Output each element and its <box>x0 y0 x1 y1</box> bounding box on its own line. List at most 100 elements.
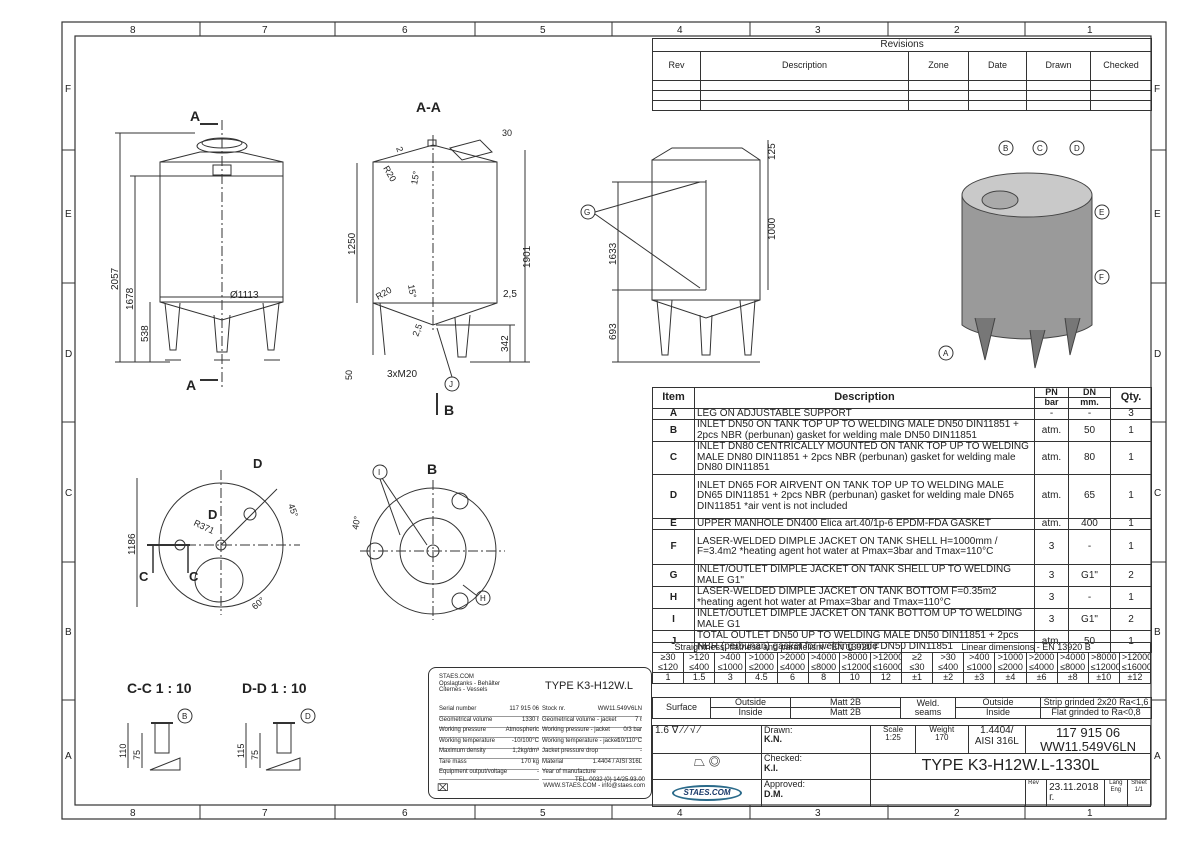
nameplate-field-value: WW11.549V6LN <box>597 706 642 712</box>
section-a-label-top: A <box>190 108 200 124</box>
item-code: E <box>652 517 695 531</box>
approved-by: D.M. <box>764 788 784 799</box>
tolerance-value: ±2 <box>932 672 965 684</box>
revisions-header: Zone <box>908 51 969 81</box>
zone-row-right: F <box>1154 84 1160 95</box>
nameplate-field-label: Maximum density <box>439 748 486 754</box>
iso-callout-e: E <box>1099 208 1104 217</box>
nameplate-field-label: Working pressure - jacket <box>542 727 610 733</box>
iso-callout-d: D <box>1074 144 1080 153</box>
item-qty: 1 <box>1110 419 1152 443</box>
tolerance-value: ±10 <box>1087 672 1120 684</box>
tolerance-range: >2000≤4000 <box>1025 652 1058 674</box>
nameplate-type: TYPE K3-H12W.L <box>545 680 634 692</box>
nameplate-tel: TEL. 0032 (0) 14/25.93.00 <box>574 777 645 783</box>
tolerance-range: >2000≤4000 <box>776 652 809 674</box>
tolerance-value: 8 <box>807 672 840 684</box>
header-description: Description <box>694 387 1035 409</box>
nameplate-row: Working temperature - jacket-10/110°C <box>542 738 642 749</box>
nameplate-field-value: 117 915 06 <box>509 706 539 712</box>
section-d-label-inner: D <box>208 507 217 522</box>
section-title: A-A <box>416 99 441 115</box>
nameplate-field-label: Tare mass <box>439 758 467 765</box>
surface-inside-value: Matt 2B <box>790 707 901 719</box>
detail-cc-title: C-C 1 : 10 <box>127 680 192 696</box>
weld-inside-value: Flat grinded to Ra<0,8 <box>1040 707 1152 719</box>
tolerance-range: >8000≤12000 <box>838 652 871 674</box>
dim-2057: 2057 <box>110 267 121 290</box>
tolerance-range: >400≤1000 <box>714 652 747 674</box>
item-code: B <box>652 419 695 443</box>
item-code: D <box>652 473 695 519</box>
revisions-header: Date <box>968 51 1027 81</box>
nameplate-web: WWW.STAES.COM - info@staes.com <box>543 783 645 789</box>
nameplate-field-value: 170 kg <box>520 758 539 765</box>
revisions-header: Description <box>700 51 909 81</box>
dim-30: 30 <box>502 128 512 138</box>
dim-1186: 1186 <box>127 533 138 555</box>
iso-callout-f: F <box>1099 273 1104 282</box>
nameplate-field-label: Working pressure <box>439 727 486 733</box>
tolerance-value: 10 <box>838 672 871 684</box>
item-description: INLET/OUTLET DIMPLE JACKET ON TANK SHELL… <box>694 564 1035 588</box>
dim-1901: 1901 <box>522 245 533 268</box>
detail-dd <box>245 708 316 771</box>
callout-circle <box>1094 269 1110 285</box>
detail-dd-title: D-D 1 : 10 <box>242 680 307 696</box>
zone-row-right: E <box>1154 209 1161 220</box>
top-view <box>136 470 300 615</box>
projection-symbol-icon: ⏢ ◎ <box>651 753 763 781</box>
surface-outside-value: Matt 2B <box>790 696 901 709</box>
tolerance-value: 1.5 <box>683 672 716 684</box>
checked-label: Checked: <box>764 753 803 764</box>
tolerance-value: 3 <box>714 672 747 684</box>
item-pn: 3 <box>1034 608 1069 632</box>
revisions-header: Drawn <box>1026 51 1091 81</box>
dim-342: 342 <box>500 335 511 352</box>
nameplate-field-label: Working temperature - jacket <box>542 737 619 744</box>
revisions-header: Rev <box>652 51 701 81</box>
tolerance-value: ±8 <box>1056 672 1089 684</box>
nameplate-field-value: 1.4404 / AISI 316L <box>592 758 642 765</box>
header-dn-unit: mm. <box>1068 397 1111 409</box>
zone-row-left: E <box>65 209 72 220</box>
item-dn: G1" <box>1068 608 1111 632</box>
angle-45: 45° <box>286 502 300 519</box>
iso-callout-c: C <box>1037 144 1043 153</box>
zone-row-right: B <box>1154 627 1161 638</box>
check-marks-icon: ∇ ⁄ ⁄ √ ⁄ <box>671 725 700 736</box>
view-b-label: B <box>444 402 454 418</box>
zone-column-bottom: 4 <box>677 808 683 819</box>
item-qty: 1 <box>1110 473 1152 519</box>
tolerance-value: 4.5 <box>745 672 778 684</box>
r20-top: R20 <box>381 164 398 183</box>
tolerance-value: ±4 <box>994 672 1027 684</box>
drawn-by: K.N. <box>764 734 783 745</box>
callout-j: J <box>449 380 453 389</box>
lang-value: Eng <box>1110 786 1122 793</box>
dim-1633: 1633 <box>608 242 619 265</box>
drawing-title: TYPE K3-H12W.L-1330L <box>870 753 1151 781</box>
zone-column-bottom: 5 <box>540 808 546 819</box>
item-dn: - <box>1068 529 1111 566</box>
item-description: INLET DN80 CENTRICALLY MOUNTED ON TANK T… <box>694 441 1035 475</box>
dim-2-5-bottom: 2,5 <box>410 323 424 338</box>
scale-value: 1:25 <box>885 733 901 743</box>
item-pn: 3 <box>1034 586 1069 610</box>
nameplate-field-value: Atmospheric <box>505 727 539 733</box>
zone-column-top: 4 <box>677 25 683 36</box>
dim-50: 50 <box>344 370 354 380</box>
header-dn: DN <box>1068 386 1111 399</box>
tolerance-range: ≥2≤30 <box>900 652 934 674</box>
approved-label: Approved: <box>764 779 806 790</box>
rev-label: Rev <box>1025 779 1048 808</box>
tolerance-range: >1000≤2000 <box>994 652 1027 674</box>
zone-column-bottom: 2 <box>954 808 960 819</box>
item-pn: atm. <box>1034 517 1069 531</box>
